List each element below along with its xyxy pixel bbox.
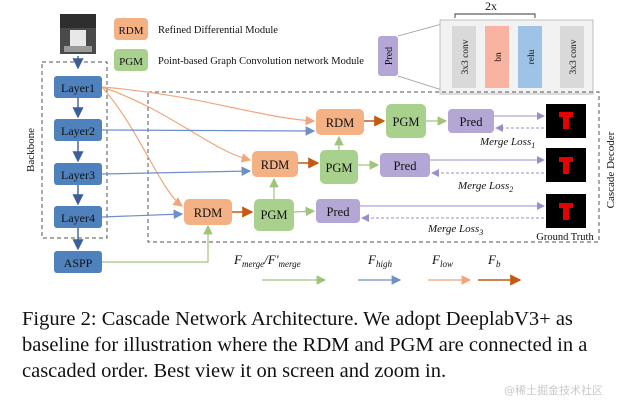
stage-2: RDM PGM Pred Merge Loss2 <box>252 148 586 194</box>
pred-1-label: Pred <box>460 115 484 129</box>
pred-1-box <box>448 109 494 133</box>
aspp-label: ASPP <box>64 256 93 270</box>
rdm-2-box <box>252 151 298 177</box>
pgm-2-label: PGM <box>325 161 352 175</box>
op-conv-2-label: 3x3 conv <box>569 39 579 74</box>
layer4-label: Layer4 <box>61 211 95 225</box>
pgm-3-label: PGM <box>260 208 287 222</box>
rdm-3-label: RDM <box>194 206 222 220</box>
pred-detail-label: Pred <box>384 47 395 65</box>
rdm-1-label: RDM <box>326 116 354 130</box>
op-relu-label: relu <box>527 49 537 64</box>
legend-pgm-tag: PGM <box>119 56 143 68</box>
high-level-arrows <box>101 126 316 220</box>
op-bn-label: bn <box>494 52 504 62</box>
layer4-box <box>54 206 102 228</box>
aspp-merge-arrow <box>102 224 213 263</box>
backbone-title: Backbone <box>25 128 37 172</box>
legend-pgm-text: Point-based Graph Convolution network Mo… <box>158 56 364 67</box>
pgm-2-box <box>320 150 358 184</box>
pred-2-label: Pred <box>394 159 418 173</box>
caption-text: Cascade Network Architecture. We adopt D… <box>22 308 588 382</box>
op-conv-1-label: 3x3 conv <box>461 39 471 74</box>
pgm-1-box <box>386 104 426 138</box>
op-conv-1 <box>452 26 476 88</box>
pred-2-box <box>380 153 430 177</box>
figure-number: Figure 2: <box>22 308 97 330</box>
layer3-box <box>54 163 102 185</box>
op-bn <box>485 26 509 88</box>
merge-loss-3: Merge Loss3 <box>427 223 483 237</box>
flow-low-label: Flow <box>431 252 453 269</box>
ground-truth-label: Ground Truth <box>536 232 594 243</box>
flow-merge-label: Fmerge/F'merge <box>233 252 301 269</box>
pred-3-box <box>316 199 360 223</box>
flow-high-label: Fhigh <box>367 252 392 269</box>
pgm-1-label: PGM <box>392 115 419 129</box>
architecture-diagram: RDM Refined Differential Module PGM Poin… <box>25 0 617 286</box>
flow-b-label: Fb <box>487 252 501 269</box>
module-legend: RDM Refined Differential Module PGM Poin… <box>114 18 364 71</box>
decoder-frame <box>147 91 600 243</box>
legend-pgm-swatch <box>114 49 148 71</box>
repeat-bracket <box>454 13 536 18</box>
pred-detail: Pred 2x 3x3 conv bn relu 3x3 conv <box>378 0 594 95</box>
stage-3: RDM PGM Pred Merge Loss3 <box>184 194 586 237</box>
legend-rdm-text: Refined Differential Module <box>158 25 278 36</box>
pgm-3-box <box>254 199 294 231</box>
decoder-title: Cascade Decoder <box>605 131 617 208</box>
op-relu <box>518 26 542 88</box>
pred-3-label: Pred <box>327 205 351 219</box>
rdm-3-box <box>184 199 232 225</box>
figure-caption: Figure 2: Cascade Network Architecture. … <box>22 306 622 384</box>
aspp-box <box>54 251 102 273</box>
merge-loss-2: Merge Loss2 <box>457 180 513 194</box>
low-level-arrows <box>101 86 316 207</box>
repeat-label: 2x <box>485 0 497 13</box>
layer2-label: Layer2 <box>61 124 95 138</box>
backbone: Backbone Layer1 Layer2 Layer3 Layer4 ASP… <box>25 61 108 273</box>
legend-rdm-swatch <box>114 18 148 40</box>
layer3-label: Layer3 <box>61 168 95 182</box>
flow-legend: Fmerge/F'merge Fhigh Flow Fb <box>233 252 522 286</box>
stage-1: RDM PGM Pred Merge Loss1 <box>316 104 586 150</box>
layer1-box <box>54 76 102 98</box>
legend-rdm-tag: RDM <box>118 25 143 37</box>
merge-loss-1: Merge Loss1 <box>479 136 535 150</box>
op-conv-2 <box>560 26 584 88</box>
watermark: @稀土掘金技术社区 <box>504 384 603 397</box>
backbone-frame <box>41 61 108 239</box>
rdm-1-box <box>316 109 364 135</box>
layer1-label: Layer1 <box>61 81 95 95</box>
pred-detail-box <box>378 36 398 76</box>
input-image <box>60 14 96 54</box>
rdm-2-label: RDM <box>261 158 289 172</box>
layer2-box <box>54 119 102 141</box>
